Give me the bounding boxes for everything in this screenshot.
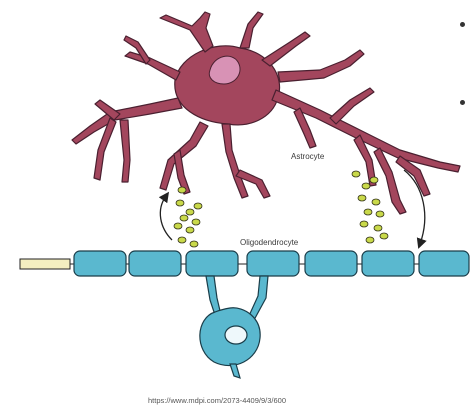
bullet-icon: [460, 22, 465, 27]
bullet-icon: [460, 100, 465, 105]
curved-arrow-up-icon: [158, 191, 173, 241]
astrocyte-label: Astrocyte: [291, 152, 325, 161]
axon: [19, 258, 71, 270]
astrocyte-cell: [71, 11, 461, 215]
source-url: https://www.mdpi.com/2073-4409/9/3/600: [148, 396, 286, 405]
oligodendrocyte-label: Oligodendrocyte: [240, 238, 299, 247]
myelin-sheath: [73, 250, 470, 277]
oligodendrocyte-cell: [199, 275, 269, 379]
vesicle-cluster-right: [351, 170, 389, 244]
vesicle-cluster-left: [173, 186, 203, 248]
curved-arrow-down-icon: [403, 169, 427, 249]
